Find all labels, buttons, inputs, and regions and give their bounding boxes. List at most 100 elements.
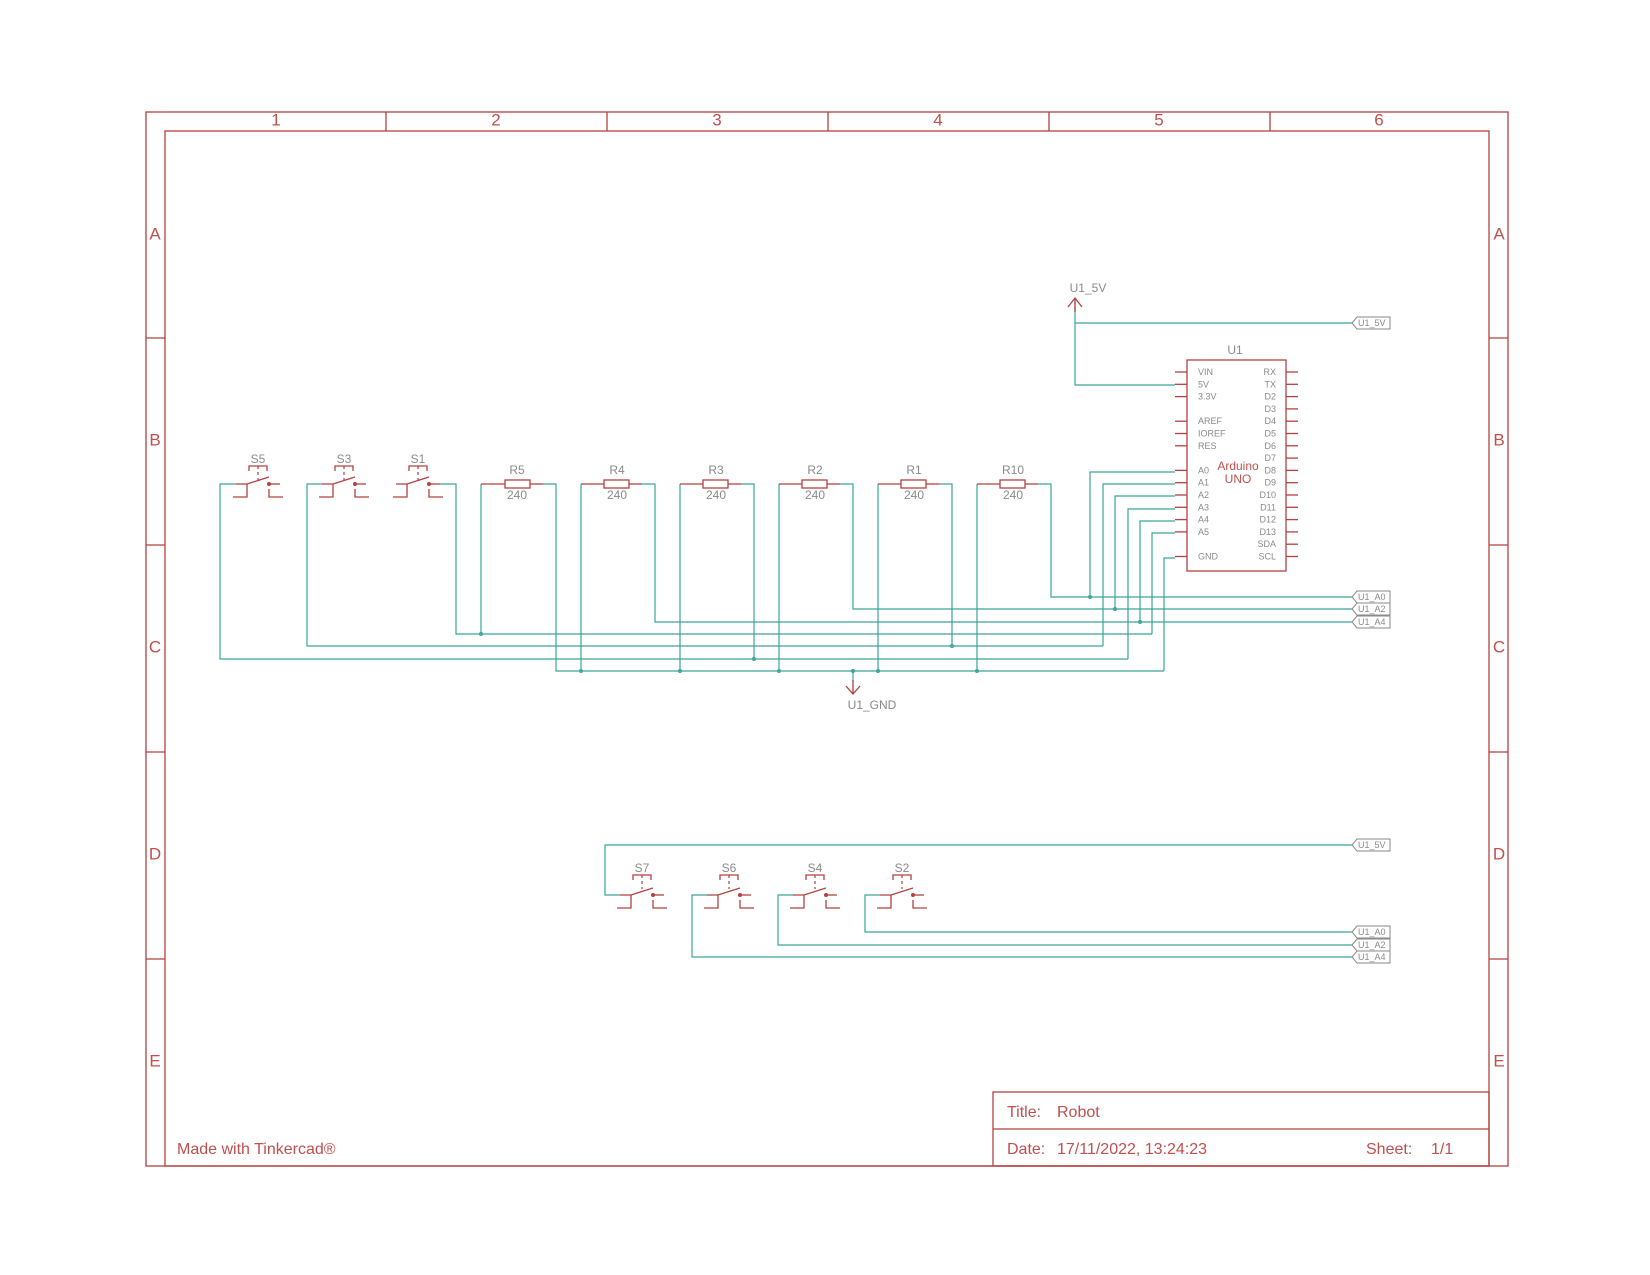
resistor-ref: R1 bbox=[906, 463, 922, 477]
wire-r4-right bbox=[642, 483, 1352, 623]
row-label: A bbox=[1493, 224, 1505, 243]
arduino-pin-label: RES bbox=[1198, 441, 1217, 451]
arduino-pin-label: TX bbox=[1264, 379, 1276, 389]
resistor-ref: R3 bbox=[708, 463, 724, 477]
wire-s5 bbox=[219, 483, 1128, 660]
wire-s6-a4 bbox=[691, 894, 1352, 958]
power-symbol-5v: U1_5V bbox=[1067, 281, 1107, 312]
arduino-pin-label: GND bbox=[1198, 552, 1219, 562]
arduino-ref: U1 bbox=[1227, 343, 1243, 357]
sheet-label: Sheet: bbox=[1366, 1141, 1412, 1158]
resistor-r2[interactable]: R2 240 bbox=[779, 463, 840, 502]
row-label: E bbox=[149, 1051, 160, 1070]
wire-gnd-bus bbox=[543, 483, 1164, 672]
switch-ref: S1 bbox=[411, 452, 426, 466]
sheet-value: 1/1 bbox=[1431, 1141, 1453, 1158]
switch-s4[interactable]: S4 bbox=[790, 861, 840, 909]
switch-s3[interactable]: S3 bbox=[319, 452, 369, 498]
arduino-pin-label: SCL bbox=[1258, 552, 1276, 562]
ground-label: U1_GND bbox=[848, 698, 897, 712]
wire-a1 bbox=[1102, 483, 1175, 646]
arduino-pin-label: A5 bbox=[1198, 527, 1209, 537]
column-label: 5 bbox=[1154, 110, 1163, 129]
wire-s4-a2 bbox=[777, 894, 1352, 946]
arduino-pin-label: 3.3V bbox=[1198, 392, 1217, 402]
switch-ref: S7 bbox=[635, 861, 650, 875]
column-label: 1 bbox=[271, 110, 280, 129]
wire-r3-right bbox=[741, 483, 755, 659]
row-label: B bbox=[149, 430, 160, 449]
wire-a0 bbox=[1089, 471, 1175, 597]
row-label: D bbox=[149, 844, 161, 863]
arduino-pin-label: D8 bbox=[1264, 465, 1276, 475]
wire-r10-right bbox=[1038, 483, 1352, 598]
wire-a3 bbox=[1127, 508, 1175, 659]
wire-5v-to-arduino bbox=[1074, 300, 1175, 386]
svg-text:U1_A4: U1_A4 bbox=[1358, 952, 1386, 962]
column-label: 6 bbox=[1374, 110, 1383, 129]
arduino-pin-label: D2 bbox=[1264, 392, 1276, 402]
resistor-ref: R2 bbox=[807, 463, 823, 477]
switch-s5[interactable]: S5 bbox=[233, 452, 283, 498]
wire-a2 bbox=[1114, 495, 1175, 609]
switch-s1[interactable]: S1 bbox=[393, 452, 443, 498]
svg-text:U1_A2: U1_A2 bbox=[1358, 940, 1386, 950]
net-label-a2-bottom: U1_A2 bbox=[1351, 938, 1391, 952]
net-label-5v-top: U1_5V bbox=[1351, 316, 1391, 330]
svg-text:U1_5V: U1_5V bbox=[1358, 318, 1386, 328]
switch-ref: S2 bbox=[895, 861, 910, 875]
arduino-uno[interactable]: U1 Arduino UNO VIN5V3.3VAREFIOREFRESA0A1… bbox=[1175, 343, 1298, 572]
row-label: A bbox=[149, 224, 161, 243]
switch-s6[interactable]: S6 bbox=[704, 861, 754, 909]
row-label: D bbox=[1493, 844, 1505, 863]
arduino-pin-label: VIN bbox=[1198, 367, 1213, 377]
ground-symbol: U1_GND bbox=[845, 680, 897, 712]
resistor-r5[interactable]: R5 240 bbox=[481, 463, 543, 502]
svg-text:U1_A0: U1_A0 bbox=[1358, 927, 1386, 937]
column-label: 3 bbox=[712, 110, 721, 129]
row-label: B bbox=[1493, 430, 1504, 449]
arduino-pin-label: A2 bbox=[1198, 490, 1209, 500]
net-label-a2-mid: U1_A2 bbox=[1351, 602, 1391, 616]
arduino-pin-label: D7 bbox=[1264, 453, 1276, 463]
wire-s1 bbox=[440, 483, 1152, 635]
resistor-r4[interactable]: R4 240 bbox=[581, 463, 642, 502]
resistor-r1[interactable]: R1 240 bbox=[878, 463, 939, 502]
arduino-pin-label: A1 bbox=[1198, 478, 1209, 488]
resistor-value: 240 bbox=[805, 488, 825, 502]
arduino-name: UNO bbox=[1225, 472, 1252, 486]
wire-s2-a0 bbox=[864, 894, 1352, 933]
arduino-pin-label: D11 bbox=[1260, 502, 1276, 512]
svg-text:U1_A4: U1_A4 bbox=[1358, 617, 1386, 627]
switch-ref: S3 bbox=[337, 452, 352, 466]
resistor-ref: R10 bbox=[1002, 463, 1024, 477]
wire-s3 bbox=[306, 483, 1103, 647]
switch-ref: S5 bbox=[251, 452, 266, 466]
arduino-pin-label: 5V bbox=[1198, 379, 1209, 389]
date-label: Date: bbox=[1007, 1141, 1045, 1158]
arduino-pin-label: A3 bbox=[1198, 502, 1209, 512]
resistor-value: 240 bbox=[1003, 488, 1023, 502]
power-label: U1_5V bbox=[1070, 281, 1107, 295]
arduino-pin-label: D4 bbox=[1264, 416, 1276, 426]
resistor-ref: R5 bbox=[509, 463, 525, 477]
switch-s7[interactable]: S7 bbox=[617, 861, 667, 909]
svg-text:U1_A2: U1_A2 bbox=[1358, 604, 1386, 614]
svg-text:U1_5V: U1_5V bbox=[1358, 840, 1386, 850]
arduino-name: Arduino bbox=[1217, 459, 1259, 473]
column-label: 2 bbox=[491, 110, 500, 129]
inner-border bbox=[164, 130, 1490, 1167]
resistor-r3[interactable]: R3 240 bbox=[680, 463, 741, 502]
net-label-a0-bottom: U1_A0 bbox=[1351, 925, 1391, 939]
switch-s2[interactable]: S2 bbox=[877, 861, 927, 909]
arduino-pin-label: D10 bbox=[1259, 490, 1276, 500]
wires-bottom-circuit bbox=[604, 844, 1352, 958]
arduino-pin-label: D3 bbox=[1264, 404, 1276, 414]
switch-ref: S6 bbox=[722, 861, 737, 875]
resistor-r10[interactable]: R10 240 bbox=[977, 463, 1038, 502]
drawing-frame: 1 2 3 4 5 6 A B C D E A B C D E bbox=[145, 110, 1509, 1167]
wire-bottom-5v bbox=[604, 844, 1352, 896]
resistor-value: 240 bbox=[706, 488, 726, 502]
resistor-ref: R4 bbox=[609, 463, 625, 477]
net-label-5v-bottom: U1_5V bbox=[1351, 838, 1391, 852]
